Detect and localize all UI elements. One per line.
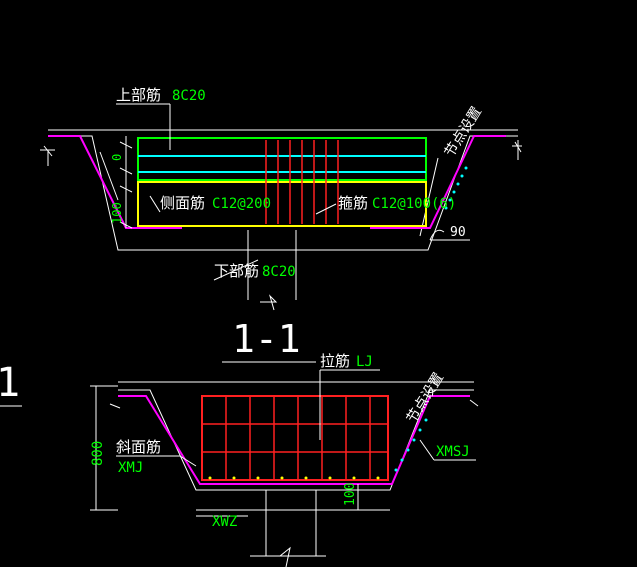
stirrup-value: C12@100(6) bbox=[372, 196, 456, 212]
section2-leaders bbox=[116, 369, 476, 510]
top-rebar-label: 上部筋 bbox=[116, 86, 161, 104]
section2-node-dots bbox=[394, 418, 428, 472]
stirrup-label: 箍筋 bbox=[338, 194, 368, 212]
section1-dims bbox=[119, 136, 133, 229]
tie-label: 拉筋 bbox=[320, 352, 350, 370]
section2-rebar-dots bbox=[208, 476, 380, 480]
section2-stirrup-frame bbox=[201, 395, 389, 481]
slope-rebar-label: 斜面筋 bbox=[116, 438, 161, 456]
section1-side-rebar bbox=[138, 155, 426, 173]
section2-slab bbox=[118, 395, 470, 485]
node-note-1: 节点设置 bbox=[442, 104, 485, 160]
angle-label: 90 bbox=[450, 225, 466, 240]
node-note-2: 节点设置 bbox=[404, 370, 447, 426]
bottom-rebar-label: 下部筋 bbox=[214, 262, 259, 280]
section2-bottom-width: XWZ bbox=[212, 514, 237, 530]
section1-outline bbox=[40, 129, 522, 311]
dim-side: 100 bbox=[110, 202, 124, 224]
section1-leaders bbox=[116, 103, 470, 281]
top-rebar-value: 8C20 bbox=[172, 88, 206, 104]
slope-right-value: XMSJ bbox=[436, 444, 470, 460]
bottom-rebar-value: 8C20 bbox=[262, 264, 296, 280]
left-edge-text: 1 bbox=[0, 360, 20, 406]
side-rebar-label: 侧面筋 bbox=[160, 194, 205, 212]
tie-value: LJ bbox=[356, 354, 373, 370]
dim-top: 0 bbox=[110, 154, 124, 161]
section2-bottom-dim: 100 bbox=[343, 483, 358, 506]
section2-outline bbox=[90, 381, 479, 567]
section1-title: 1-1 bbox=[232, 317, 301, 361]
section1-slab bbox=[48, 135, 506, 229]
section1-top-rebar bbox=[137, 137, 427, 181]
section1-bottom-rebar bbox=[137, 181, 427, 227]
section1-stirrups bbox=[265, 140, 339, 224]
section1-node-dots bbox=[444, 166, 468, 210]
slope-rebar-value: XMJ bbox=[118, 460, 143, 476]
section2-stirrups bbox=[202, 396, 388, 480]
side-rebar-value: C12@200 bbox=[212, 196, 271, 212]
section2-height: 800 bbox=[90, 441, 106, 466]
